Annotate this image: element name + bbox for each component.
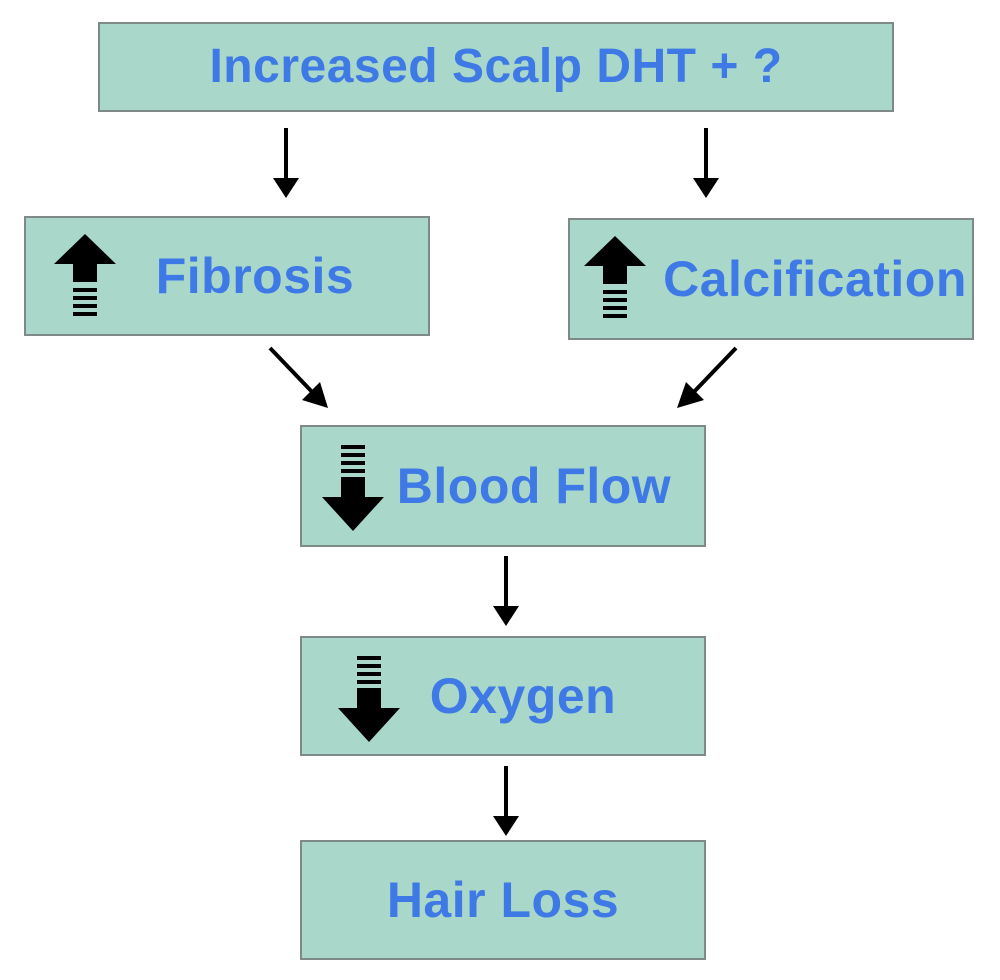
node-calcification-label: Calcification [663,251,967,307]
increase-arrow-icon [54,234,116,316]
node-fibrosis-label: Fibrosis [155,248,355,304]
edge-top-to-calcification [693,128,719,198]
node-blood-flow-label: Blood Flow [396,458,672,514]
decrease-arrow-icon [322,445,384,531]
edge-fibrosis-to-blood-flow [268,346,328,408]
node-hair-loss-label: Hair Loss [386,872,620,928]
node-blood-flow: Blood Flow [300,425,706,547]
edge-top-to-fibrosis [273,128,299,198]
edge-blood-flow-to-oxygen [493,556,519,626]
node-hair-loss: Hair Loss [300,840,706,960]
node-fibrosis: Fibrosis [24,216,430,336]
edge-calcification-to-blood-flow [677,346,738,408]
edge-oxygen-to-hair-loss [493,766,519,836]
increase-arrow-icon [584,236,646,318]
node-increased-scalp-dht-label: Increased Scalp DHT + ? [209,40,783,93]
node-increased-scalp-dht: Increased Scalp DHT + ? [98,22,894,112]
node-oxygen-label: Oxygen [429,668,617,724]
node-calcification: Calcification [568,218,974,340]
node-oxygen: Oxygen [300,636,706,756]
decrease-arrow-icon [338,656,400,742]
